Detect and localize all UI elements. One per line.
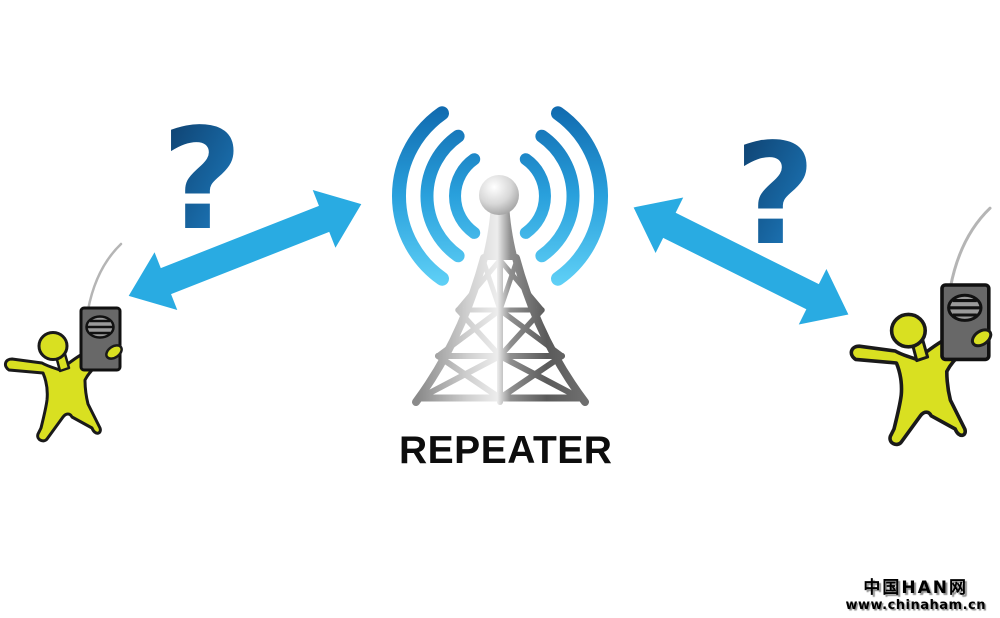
wave-arc — [519, 153, 551, 239]
operator-head — [37, 331, 69, 361]
tower-beacon — [479, 175, 519, 215]
repeater-label: REPEATER — [399, 429, 613, 472]
watermark-site-name: 中国HAN网 — [863, 578, 969, 598]
right-question-mark: ? — [734, 114, 815, 277]
wave-arc — [391, 106, 449, 286]
tower-mast — [482, 203, 518, 260]
wave-arc — [535, 129, 580, 263]
radio-waves-right-icon — [519, 106, 609, 286]
right-operator — [849, 206, 996, 447]
radio-waves-left-icon — [391, 106, 481, 286]
wave-arc — [420, 129, 465, 263]
left-link-arrow-icon — [128, 190, 362, 310]
repeater-tower-icon — [391, 106, 609, 406]
watermark-site-url: www.chinaham.cn — [845, 598, 986, 613]
radio-speaker-grill — [87, 319, 113, 335]
radio-antenna — [86, 242, 123, 312]
wave-arc — [449, 153, 481, 239]
tower-lattice — [412, 254, 589, 406]
left-question-mark: ? — [161, 99, 242, 262]
right-link-arrow-icon — [633, 197, 849, 325]
wave-arc — [551, 106, 609, 286]
left-operator — [3, 242, 123, 443]
operator-hand — [105, 344, 123, 360]
watermark: 中国HAN网 www.chinaham.cn — [845, 578, 986, 614]
